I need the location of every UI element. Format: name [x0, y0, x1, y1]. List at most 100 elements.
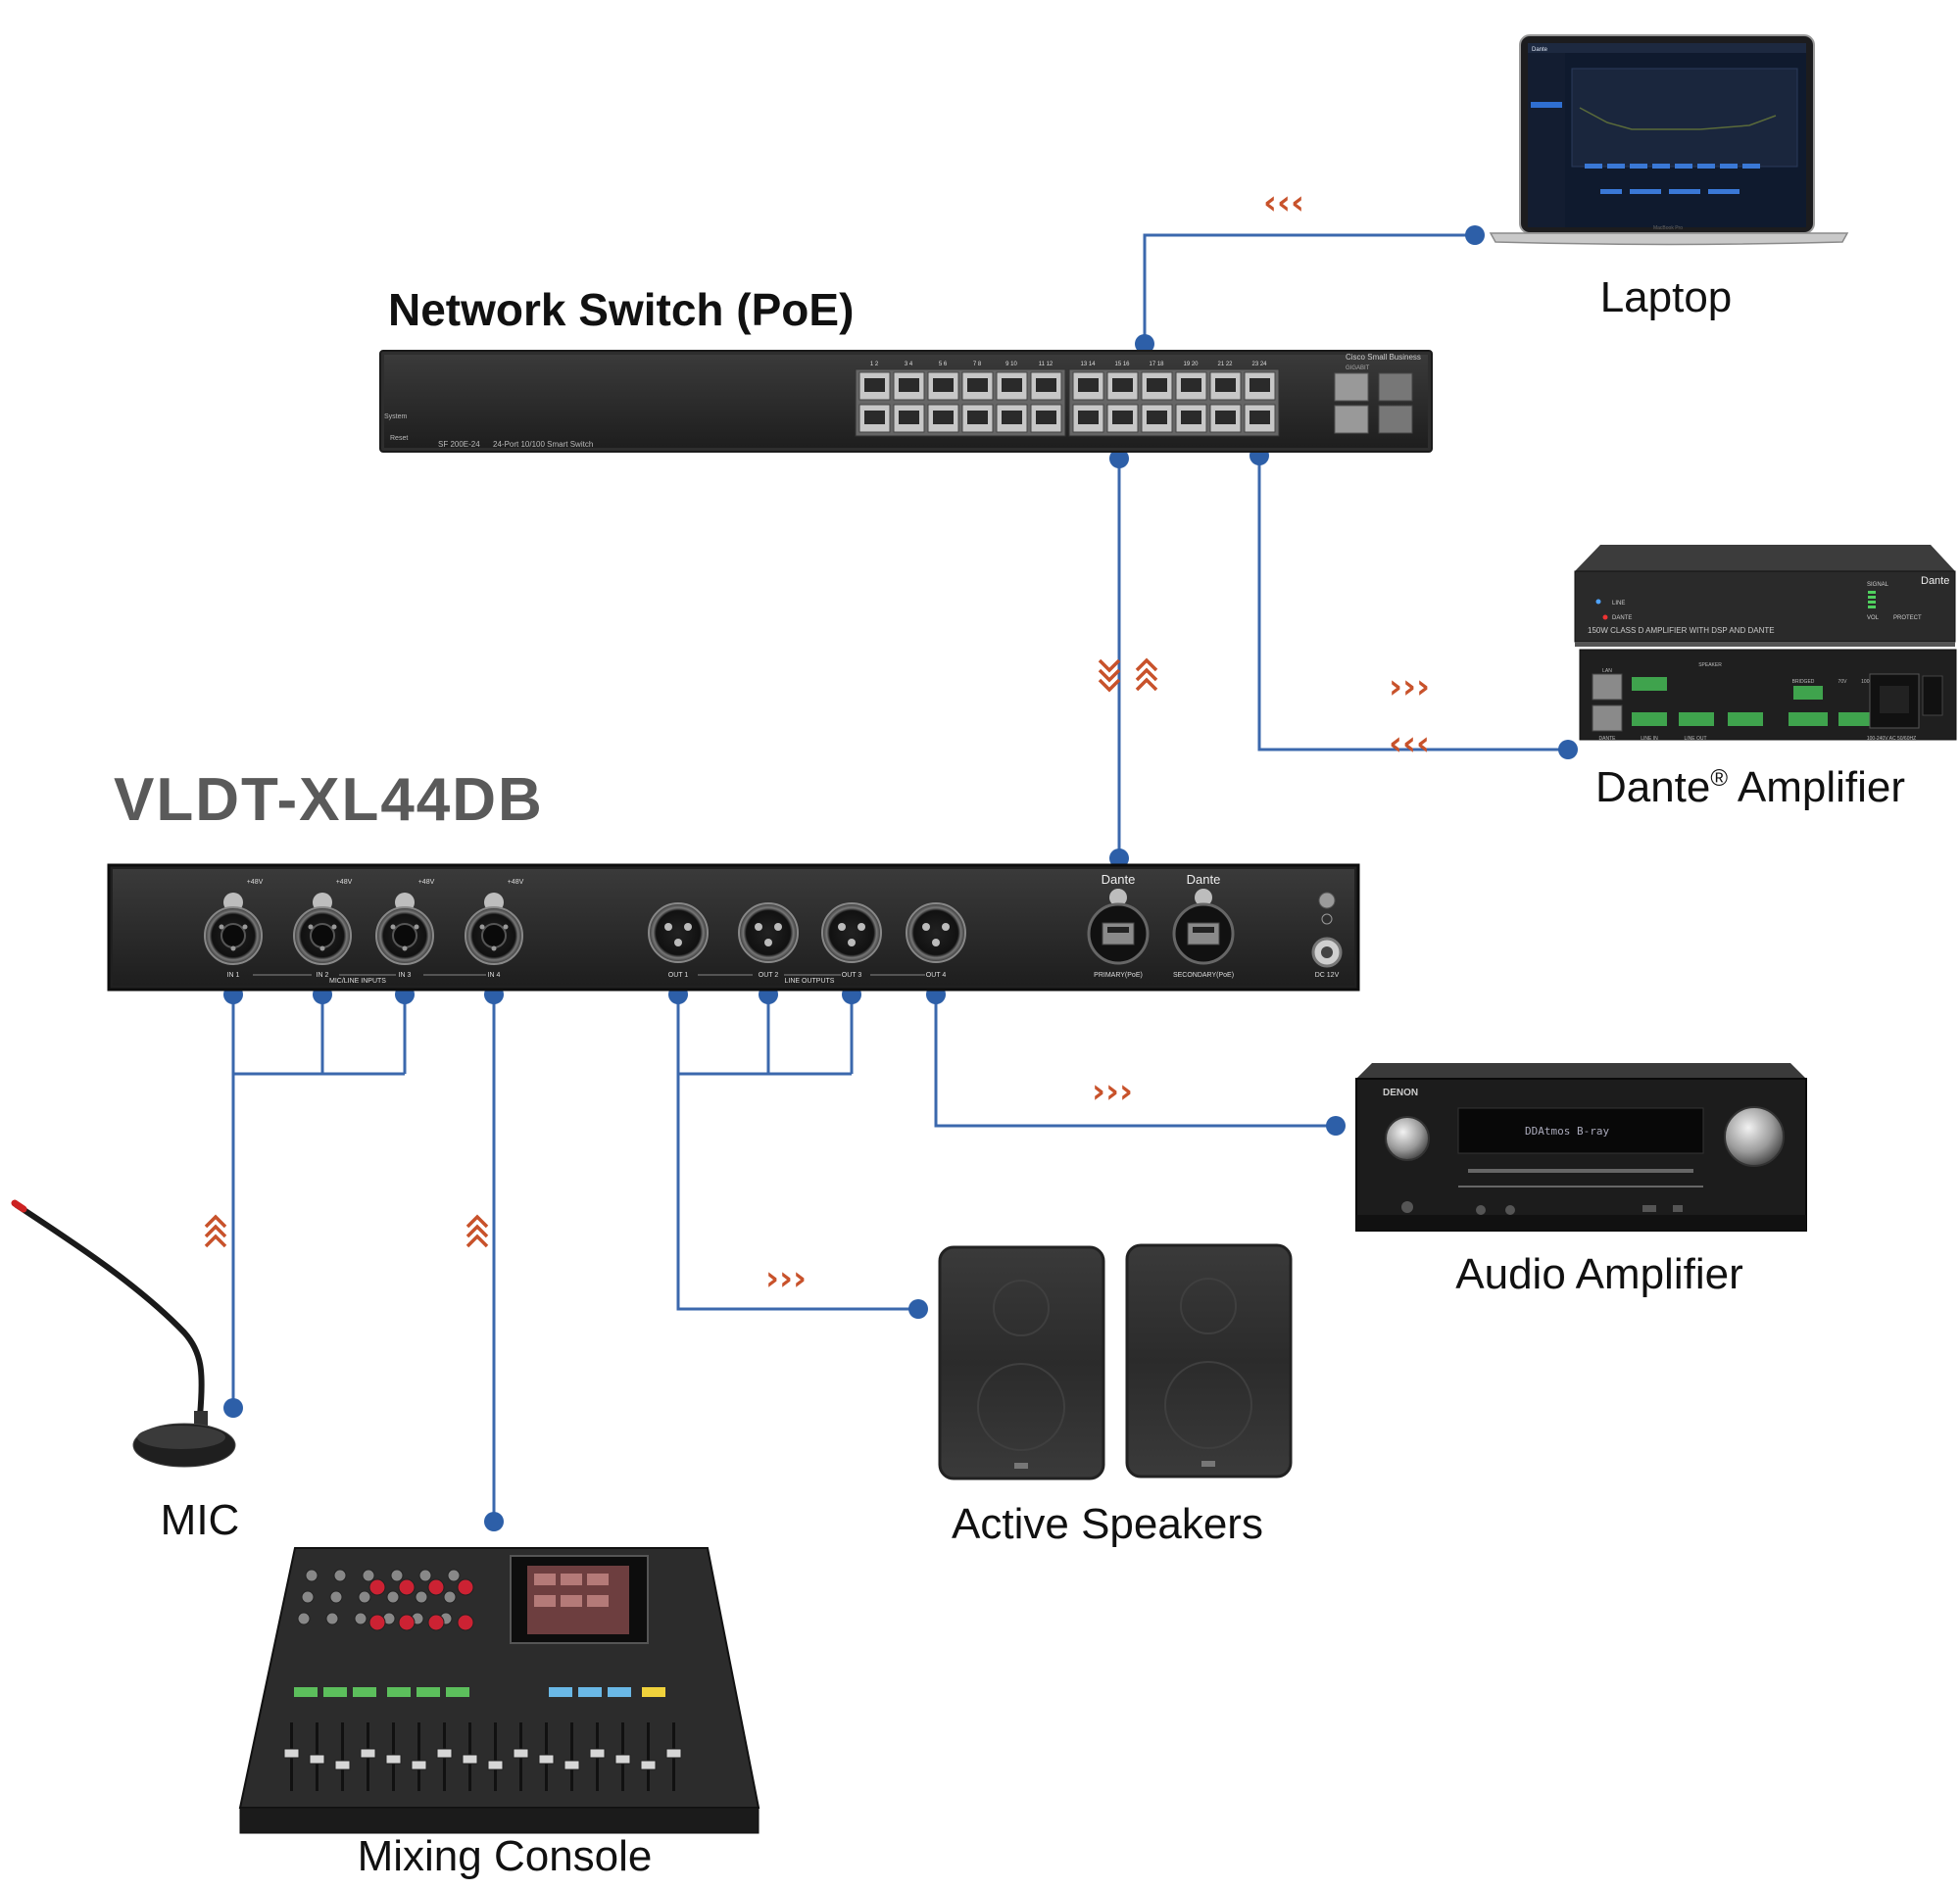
laptop-eq-buttons	[1585, 164, 1760, 194]
switch-port-number: 11 12	[1039, 362, 1054, 367]
arrow-audio-amp-right-icon: ›››	[1092, 1072, 1133, 1111]
vldt-outputs-group-label: LINE OUTPUTS	[785, 978, 835, 985]
vldt-inputs-group-label: MIC/LINE INPUTS	[329, 978, 386, 985]
network-switch-label: Network Switch (PoE)	[388, 284, 854, 335]
audio-amplifier-label: Audio Amplifier	[1455, 1250, 1742, 1298]
vldt-output-jack	[738, 902, 799, 963]
mixing-console-label: Mixing Console	[358, 1832, 653, 1880]
laptop-model-label: MacBook Pro	[1653, 225, 1683, 231]
gooseneck-microphone	[11, 1199, 236, 1468]
switch-port-number: 5 6	[939, 362, 948, 367]
vldt-phantom-label: +48V	[418, 879, 435, 886]
dot-laptop	[1465, 225, 1485, 245]
dante-amplifier-label-suffix: Amplifier	[1728, 763, 1905, 811]
dante-amp-rear-label: 100V	[1861, 679, 1873, 685]
vertical-signal-arrows	[204, 657, 1158, 1248]
audio-amp-display	[1457, 1107, 1704, 1154]
dante-amp-rear-ports	[1592, 673, 1943, 732]
dot-audio-amp	[1326, 1116, 1346, 1136]
dante-amp-rear-label: 70V	[1838, 679, 1848, 685]
switch-port-number: 15 16	[1114, 362, 1130, 367]
switch-port-number: 3 4	[905, 362, 913, 367]
audio-amp-left-knob	[1385, 1116, 1430, 1161]
vldt-phantom-label: +48V	[247, 879, 264, 886]
switch-reset-label: Reset	[390, 435, 408, 442]
switch-port-number: 19 20	[1183, 362, 1199, 367]
active-speakers	[938, 1243, 1293, 1480]
dante-amplifier: Dante 150W CLASS D AMPLIFIER WITH DSP AN…	[1574, 545, 1957, 742]
vldt-dante-secondary: Dante SECONDARY(PoE)	[1172, 872, 1235, 979]
mic-gooseneck	[14, 1202, 205, 1419]
console-faders	[283, 1722, 682, 1791]
vldt-primary-label: PRIMARY(PoE)	[1094, 972, 1143, 979]
line-out1-speakers	[676, 994, 918, 1311]
signal-arrows: ‹‹‹ ››› ‹‹‹ ››› ›››	[765, 183, 1430, 1298]
vldt-phantom-label: +48V	[508, 879, 524, 886]
dante-amp-rear-label: BRIDGED	[1792, 679, 1815, 685]
switch-port-number: 23 24	[1251, 362, 1267, 367]
dante-amp-rear-label: LINE OUT	[1684, 736, 1706, 742]
dante-amplifier-label-reg: ®	[1710, 765, 1728, 792]
speaker-right	[1125, 1243, 1293, 1478]
dante-amp-rear-label: SPEAKER	[1698, 662, 1722, 668]
vldt-input-label: IN 3	[399, 972, 412, 979]
line-switch-dante-amp	[1257, 456, 1568, 751]
switch-port-number: 13 14	[1080, 362, 1096, 367]
connection-lines	[231, 233, 1568, 1522]
switch-description-label: 24-Port 10/100 Smart Switch	[493, 440, 593, 449]
vldt-output-label: OUT 3	[842, 972, 862, 979]
laptop: Dante MacBook Pro	[1489, 34, 1849, 246]
dante-amp-indicator-label: DANTE	[1612, 615, 1632, 621]
dante-amp-rear-label: LINE IN	[1641, 736, 1658, 742]
vldt-output-label: OUT 1	[668, 972, 689, 979]
vldt-power: DC 12V	[1311, 892, 1343, 979]
mixing-console	[238, 1547, 760, 1834]
dante-amp-front	[1574, 570, 1956, 643]
audio-amp-right-knob	[1724, 1106, 1785, 1167]
dante-amp-indicator-label: SIGNAL	[1867, 582, 1889, 588]
vldt-power-label: DC 12V	[1315, 972, 1340, 979]
console-knobs	[297, 1569, 474, 1631]
switch-uplink-ports	[1334, 372, 1413, 434]
laptop-screen-brand: Dante	[1532, 47, 1548, 53]
line-out4-audio-amp	[934, 994, 1336, 1128]
arrow-switch-down-icon	[1098, 658, 1121, 693]
active-speakers-label: Active Speakers	[952, 1500, 1263, 1548]
vldt-phantom-label: +48V	[336, 879, 353, 886]
dante-amp-indicator-label: LINE	[1612, 601, 1625, 606]
switch-gigabit-label: GIGABIT	[1346, 365, 1370, 371]
switch-system-label: System	[384, 413, 408, 420]
switch-brand-label: Cisco Small Business	[1346, 353, 1421, 362]
arrow-speakers-right-icon: ›››	[765, 1259, 807, 1298]
switch-port-number: 9 10	[1005, 362, 1017, 367]
arrow-switch-up-icon	[1135, 657, 1158, 692]
dot-mic	[223, 1398, 243, 1418]
dante-amp-tagline: 150W CLASS D AMPLIFIER WITH DSP AND DANT…	[1588, 626, 1775, 635]
speaker-left	[938, 1245, 1105, 1480]
audio-amp-brand: DENON	[1383, 1088, 1418, 1098]
dante-amp-indicator-label: VOL	[1867, 615, 1880, 621]
dante-amp-rear-label: LAN	[1602, 668, 1612, 674]
switch-port-number: 1 2	[870, 362, 879, 367]
laptop-label: Laptop	[1600, 273, 1733, 321]
vldt-input-label: IN 2	[317, 972, 329, 979]
vldt-dante-logo-secondary: Dante	[1187, 872, 1221, 887]
arrow-laptop-left-icon: ‹‹‹	[1263, 183, 1304, 222]
mic-label: MIC	[161, 1496, 240, 1544]
dot-console	[484, 1512, 504, 1531]
switch-port-number: 17 18	[1149, 362, 1164, 367]
switch-ports	[855, 368, 1280, 437]
switch-port-number: 21 22	[1217, 362, 1233, 367]
arrow-mic-up-icon	[204, 1214, 227, 1248]
dante-amp-rear-label: 100-240V AC 50/60HZ	[1867, 736, 1916, 742]
dot-vldt-primary	[1109, 848, 1129, 868]
vldt-dante-logo-primary: Dante	[1102, 872, 1136, 887]
dot-speakers	[908, 1299, 928, 1319]
dot-switch-bottom-left	[1109, 449, 1129, 468]
vldt-output-jack	[648, 902, 709, 963]
vldt-input-label: IN 1	[227, 972, 240, 979]
dante-amp-indicator-label: PROTECT	[1893, 615, 1922, 621]
